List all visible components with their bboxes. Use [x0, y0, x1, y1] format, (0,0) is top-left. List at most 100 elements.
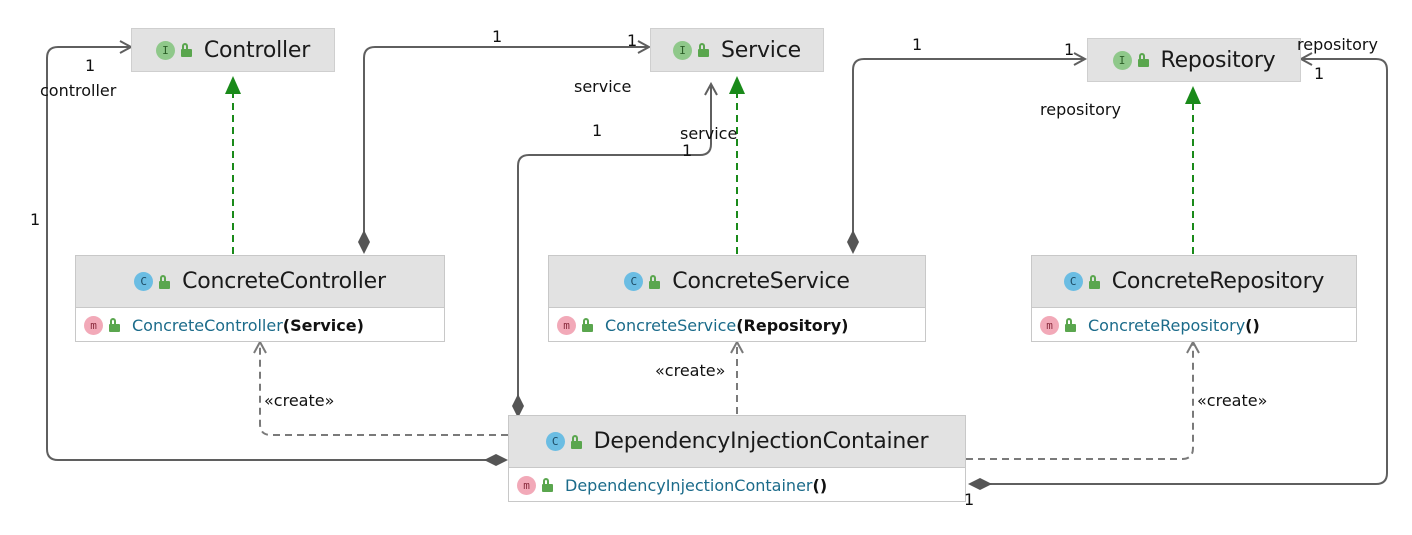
interface-icon: I — [155, 40, 175, 60]
class-icon: C — [1063, 272, 1083, 291]
public-lock-icon — [159, 274, 171, 289]
public-lock-icon — [1088, 274, 1100, 289]
multiplicity-label: 1 — [492, 27, 503, 46]
multiplicity-label: 1 — [682, 141, 693, 160]
controller-interface[interactable]: I Controller — [131, 28, 335, 72]
method-paren-close: ) — [356, 315, 364, 335]
container-header: C DependencyInjectionContainer — [509, 416, 965, 468]
concrete-controller-name: ConcreteController — [182, 269, 386, 294]
concrete-service-class[interactable]: C ConcreteService m ConcreteService(Repo… — [548, 255, 926, 342]
diamond-concrete-service — [847, 230, 859, 254]
association-open-arrows — [119, 40, 1313, 96]
concrete-repository-name: ConcreteRepository — [1111, 269, 1325, 294]
method-args: Repository — [743, 315, 842, 335]
assoc-container-controller — [46, 46, 500, 461]
multiplicity-label: 1 — [30, 210, 41, 229]
method-name: ConcreteController — [132, 315, 283, 335]
interface-icon: I — [1112, 50, 1132, 70]
realization-arrowheads — [225, 76, 1201, 104]
concrete-service-constructor[interactable]: m ConcreteService(Repository) — [549, 308, 925, 342]
role-label: repository — [1297, 35, 1378, 54]
open-arrow-service-up — [704, 81, 718, 96]
class-icon: C — [134, 272, 154, 291]
method-paren-close: ) — [1252, 315, 1260, 335]
concrete-repository-header: C ConcreteRepository — [1032, 256, 1356, 308]
method-name: DependencyInjectionContainer — [565, 475, 813, 495]
dep-arrow-repository — [1186, 339, 1200, 354]
interface-icon: I — [673, 40, 693, 60]
public-lock-icon — [649, 274, 661, 289]
public-lock-icon — [582, 318, 593, 332]
method-paren-close: ) — [819, 475, 828, 495]
public-lock-icon — [1137, 53, 1149, 67]
service-interface[interactable]: I Service — [650, 28, 824, 72]
method-icon: m — [517, 475, 536, 495]
realization-arrowhead-service — [729, 76, 745, 94]
method-paren-open: ( — [812, 475, 820, 495]
method-name: ConcreteService — [605, 315, 737, 335]
repository-interface-header: I Repository — [1088, 39, 1300, 81]
composition-diamonds — [358, 230, 992, 490]
dependency-injection-container-class[interactable]: C DependencyInjectionContainer m Depende… — [508, 415, 966, 502]
repository-interface[interactable]: I Repository — [1087, 38, 1301, 82]
concrete-controller-constructor[interactable]: m ConcreteController(Service) — [76, 308, 444, 342]
controller-name: Controller — [203, 37, 311, 63]
multiplicity-label: 1 — [964, 490, 975, 509]
concrete-service-header: C ConcreteService — [549, 256, 925, 308]
method-icon: m — [84, 315, 103, 335]
association-edges — [46, 46, 1388, 485]
method-paren-open: ( — [282, 315, 291, 335]
multiplicity-label: 1 — [592, 121, 603, 140]
method-icon: m — [557, 315, 576, 335]
diamond-container-top — [512, 394, 524, 418]
concrete-controller-class[interactable]: C ConcreteController m ConcreteControlle… — [75, 255, 445, 342]
container-constructor[interactable]: m DependencyInjectionContainer() — [509, 468, 965, 502]
method-icon: m — [1040, 315, 1059, 335]
multiplicity-label: 1 — [1064, 40, 1075, 59]
role-label: service — [574, 77, 632, 96]
public-lock-icon — [570, 434, 582, 449]
realization-arrowhead-repository — [1185, 86, 1201, 104]
open-arrow-service — [637, 40, 652, 54]
class-icon: C — [545, 432, 565, 451]
assoc-container-service — [517, 84, 712, 400]
public-lock-icon — [180, 43, 192, 57]
method-paren-close: ) — [841, 315, 849, 335]
role-label: controller — [40, 81, 117, 100]
realization-edges — [232, 90, 1194, 254]
diamond-container-left — [484, 454, 508, 466]
multiplicity-label: 1 — [85, 56, 96, 75]
controller-interface-header: I Controller — [132, 29, 334, 71]
container-name: DependencyInjectionContainer — [593, 429, 929, 454]
dependency-edges — [259, 342, 1194, 460]
method-name: ConcreteRepository — [1088, 315, 1246, 335]
method-paren-open: ( — [736, 315, 744, 335]
public-lock-icon — [1065, 318, 1076, 332]
multiplicity-label: 1 — [912, 35, 923, 54]
dep-arrow-controller — [253, 339, 267, 354]
public-lock-icon — [698, 43, 710, 57]
repository-name: Repository — [1160, 47, 1276, 73]
multiplicity-label: 1 — [1314, 64, 1325, 83]
concrete-controller-header: C ConcreteController — [76, 256, 444, 308]
method-paren-open: ( — [1245, 315, 1253, 335]
concrete-repository-constructor[interactable]: m ConcreteRepository() — [1032, 308, 1356, 342]
role-label: repository — [1040, 100, 1121, 119]
class-icon: C — [624, 272, 644, 291]
role-label: service — [680, 124, 738, 143]
create-concrete-controller — [259, 342, 508, 436]
public-lock-icon — [109, 318, 120, 332]
concrete-repository-class[interactable]: C ConcreteRepository m ConcreteRepositor… — [1031, 255, 1357, 342]
realization-arrowhead-controller — [225, 76, 241, 94]
assoc-concrete-service-repository — [852, 58, 1085, 236]
diamond-container-right — [968, 478, 992, 490]
service-interface-header: I Service — [651, 29, 823, 71]
concrete-service-name: ConcreteService — [672, 269, 850, 294]
create-stereotype-label: «create» — [655, 361, 726, 380]
assoc-concrete-controller-service — [363, 46, 649, 236]
diamond-concrete-controller — [358, 230, 370, 254]
multiplicity-label: 1 — [627, 31, 638, 50]
dep-arrow-service — [730, 339, 744, 354]
open-arrow-repository-right — [1298, 52, 1313, 66]
